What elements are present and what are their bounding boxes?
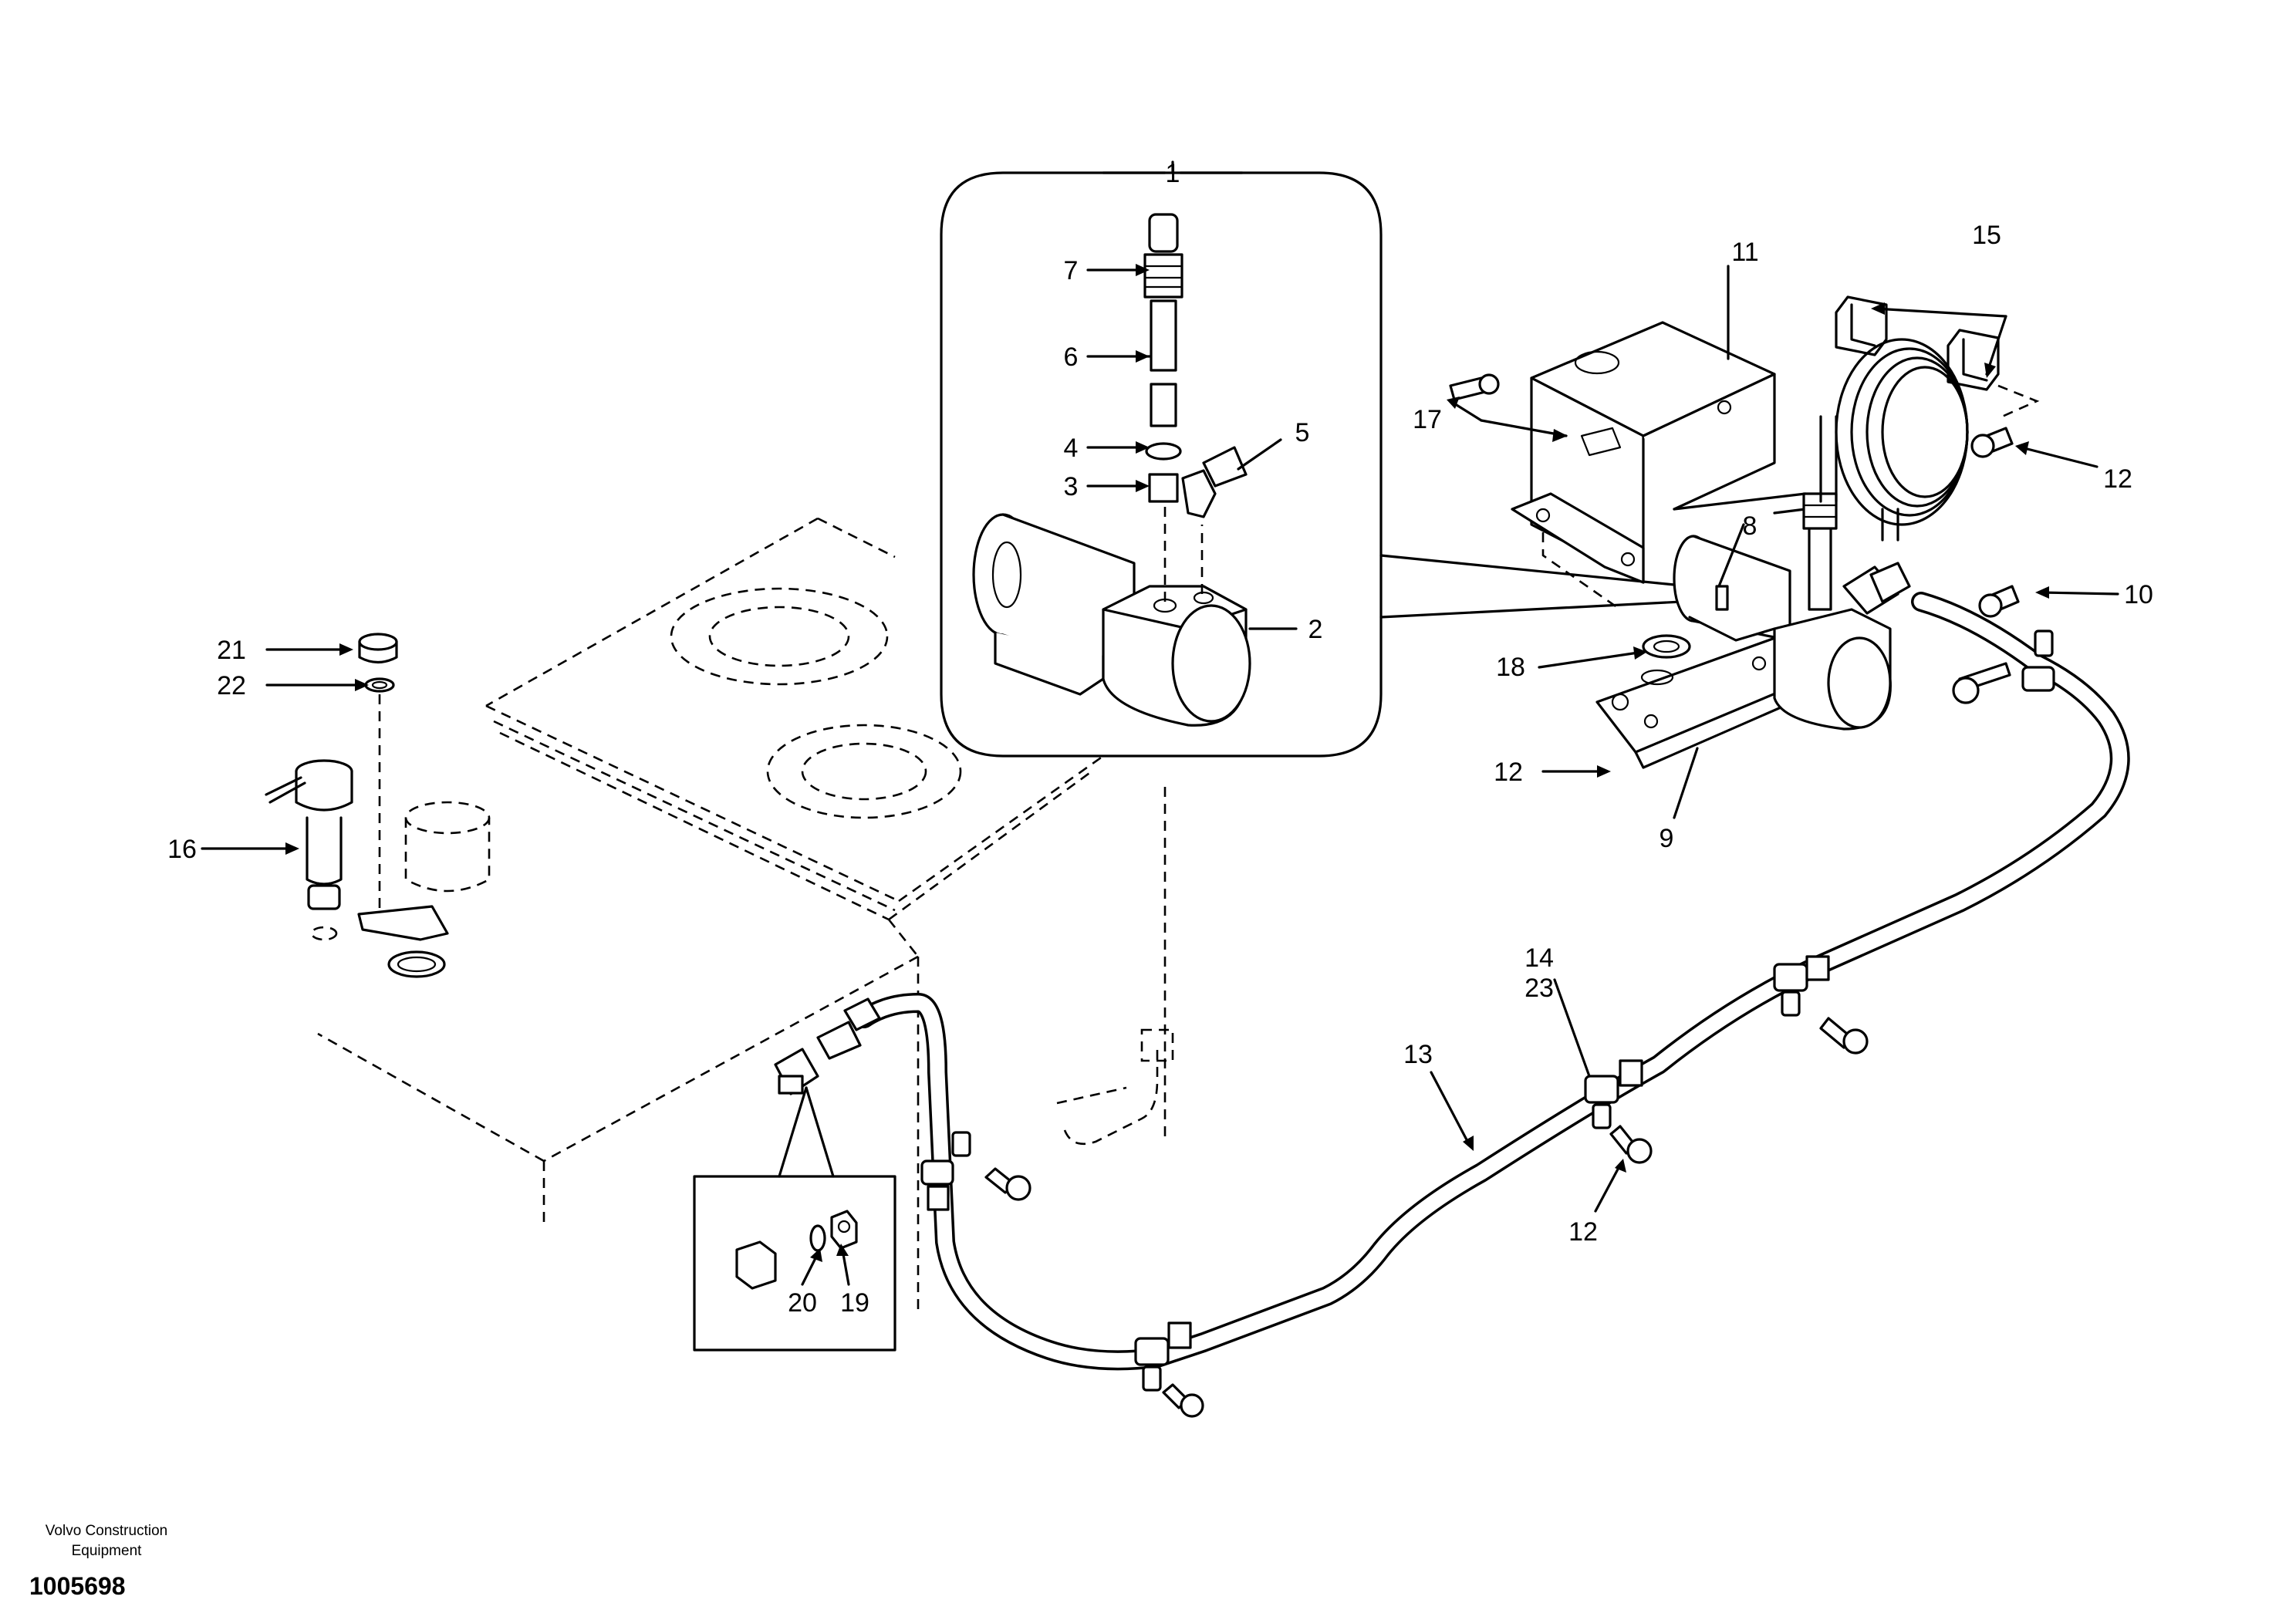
callout-14: 14 <box>1524 943 1554 973</box>
fuel-tank-outline <box>317 517 1174 1311</box>
callout-21: 21 <box>217 636 246 665</box>
callout-12-top: 12 <box>2103 464 2132 494</box>
detail-pump-assembly <box>940 171 1691 758</box>
callout-numbers: 1 7 6 4 3 5 2 11 17 8 18 12 9 15 12 10 1… <box>167 159 2153 1318</box>
callout-23: 23 <box>1524 974 1554 1003</box>
callout-12-mid: 12 <box>1494 758 1523 787</box>
callout-15: 15 <box>1972 221 2001 250</box>
callout-8: 8 <box>1743 511 1757 541</box>
strainer-assembly <box>265 633 491 978</box>
volvo-brand-label: Volvo Construction Equipment <box>29 1521 184 1561</box>
callout-1: 1 <box>1166 159 1180 188</box>
callout-4: 4 <box>1064 434 1079 463</box>
callout-11: 11 <box>1731 238 1758 267</box>
callout-22: 22 <box>217 671 246 700</box>
arrowheads <box>285 264 2049 1262</box>
fuel-pump <box>1595 492 1911 769</box>
callout-5: 5 <box>1295 418 1310 447</box>
callout-13: 13 <box>1403 1040 1433 1069</box>
callout-2: 2 <box>1308 615 1323 644</box>
brand-line-1: Volvo Construction <box>45 1523 168 1539</box>
hose-clamps <box>774 585 2055 1418</box>
callout-16: 16 <box>167 835 197 864</box>
electrical-box <box>1449 321 1807 611</box>
callout-12-bottom: 12 <box>1568 1217 1598 1247</box>
callout-19: 19 <box>840 1288 869 1318</box>
detail-connector <box>693 1086 896 1352</box>
callout-9: 9 <box>1660 824 1674 853</box>
brand-line-2: Equipment <box>71 1543 142 1559</box>
callout-10: 10 <box>2124 580 2153 609</box>
coiled-hose-and-brackets <box>1819 295 2040 542</box>
callout-17: 17 <box>1413 405 1442 434</box>
fuel-hose <box>854 592 2130 1371</box>
callout-3: 3 <box>1064 472 1079 501</box>
leader-lines <box>201 160 2119 1286</box>
callout-18: 18 <box>1496 653 1525 682</box>
callout-6: 6 <box>1064 343 1079 372</box>
drawing-number: 1005698 <box>29 1572 126 1600</box>
callout-20: 20 <box>788 1288 817 1318</box>
callout-7: 7 <box>1064 256 1079 285</box>
